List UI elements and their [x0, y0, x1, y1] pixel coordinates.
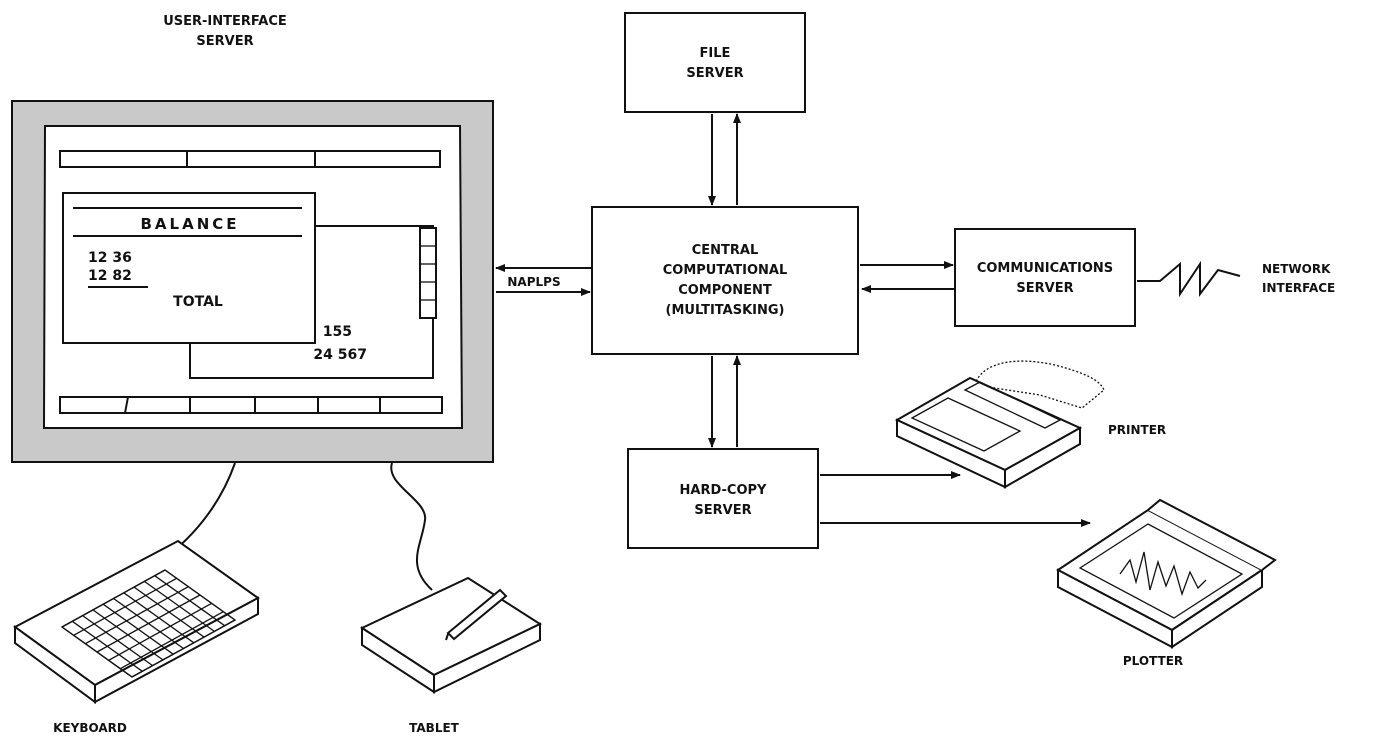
hardcopy-label-line1: HARD-COPY	[680, 483, 767, 498]
screen-top-menu-bar	[60, 151, 440, 167]
network-label-line1: NETWORK	[1262, 262, 1331, 276]
communications-server: COMMUNICATIONS SERVER	[955, 229, 1135, 326]
tablet-label: TABLET	[409, 721, 460, 735]
comm-server-label-line1: COMMUNICATIONS	[977, 261, 1113, 276]
plotter-label: PLOTTER	[1123, 654, 1183, 668]
tablet-cable	[391, 463, 432, 590]
file-server: FILE SERVER	[625, 13, 805, 112]
ui-server-label-line2: SERVER	[196, 34, 253, 49]
printer-label: PRINTER	[1108, 423, 1166, 437]
tablet-device: TABLET	[362, 578, 540, 735]
file-server-label-line2: SERVER	[686, 66, 743, 81]
keyboard-device: KEYBOARD	[15, 541, 258, 735]
balance-row-1: 12 36	[88, 250, 132, 266]
screen-scrollbar	[420, 228, 436, 318]
naplps-link: NAPLPS	[496, 268, 592, 292]
hardcopy-label-line2: SERVER	[694, 503, 751, 518]
central-label-line4: (MULTITASKING)	[666, 303, 785, 318]
balance-total-label: TOTAL	[173, 294, 223, 310]
central-label-line3: COMPONENT	[678, 283, 772, 298]
printer-device: PRINTER	[897, 361, 1166, 487]
comm-server-label-line2: SERVER	[1016, 281, 1073, 296]
keyboard-label: KEYBOARD	[53, 721, 127, 735]
screen-bottom-menu-bar	[60, 397, 442, 413]
plotter-device: PLOTTER	[1058, 500, 1275, 668]
central-computational-component: CENTRAL COMPUTATIONAL COMPONENT (MULTITA…	[592, 207, 858, 354]
network-label-line2: INTERFACE	[1262, 281, 1335, 295]
naplps-label: NAPLPS	[507, 275, 560, 289]
file-server-label-line1: FILE	[700, 46, 731, 61]
screen-value-2: 24 567	[313, 347, 367, 363]
screen-front-window: BALANCE 12 36 12 82 TOTAL	[63, 193, 315, 343]
screen-value-1: 155	[323, 324, 352, 340]
network-line-icon	[1137, 264, 1240, 294]
central-label-line1: CENTRAL	[692, 243, 759, 258]
central-label-line2: COMPUTATIONAL	[663, 263, 788, 278]
hard-copy-server: HARD-COPY SERVER	[628, 449, 818, 548]
balance-row-2: 12 82	[88, 268, 132, 284]
user-interface-server: USER-INTERFACE SERVER 155 24 567 BALANCE	[12, 14, 493, 462]
ui-server-label-line1: USER-INTERFACE	[163, 14, 287, 29]
balance-window-title: BALANCE	[140, 215, 239, 233]
